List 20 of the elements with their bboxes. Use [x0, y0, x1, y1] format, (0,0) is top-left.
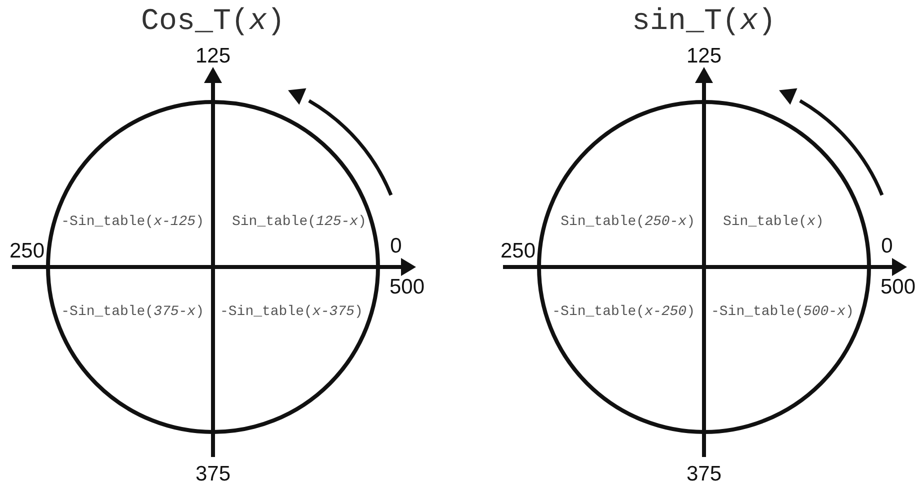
angle-label: 500 — [389, 276, 425, 298]
angle-label: 375 — [686, 464, 722, 484]
formula-label: Sin_table(x) — [723, 215, 824, 229]
formula-label: Sin_table(250-x) — [560, 215, 695, 229]
formula-label: -Sin_table(x-250) — [552, 305, 695, 319]
angle-label: 500 — [880, 276, 916, 298]
angle-label: 375 — [195, 464, 231, 484]
angle-label: 125 — [195, 46, 231, 66]
formula-label: -Sin_table(x-375) — [220, 305, 363, 319]
formula-label: Sin_table(125-x) — [232, 215, 366, 229]
formula-label: -Sin_table(x-125) — [61, 215, 204, 229]
angle-label: 0 — [390, 236, 402, 256]
formula-title: Cos_T(x) — [140, 7, 286, 37]
angle-label: 125 — [686, 46, 722, 66]
formula-title: sin_T(x) — [632, 7, 776, 37]
angle-label: 250 — [9, 240, 45, 262]
formula-label: -Sin_table(500-x) — [711, 305, 854, 319]
angle-label: 0 — [881, 236, 893, 256]
formula-label: -Sin_table(375-x) — [61, 305, 204, 319]
angle-label: 250 — [500, 240, 536, 262]
